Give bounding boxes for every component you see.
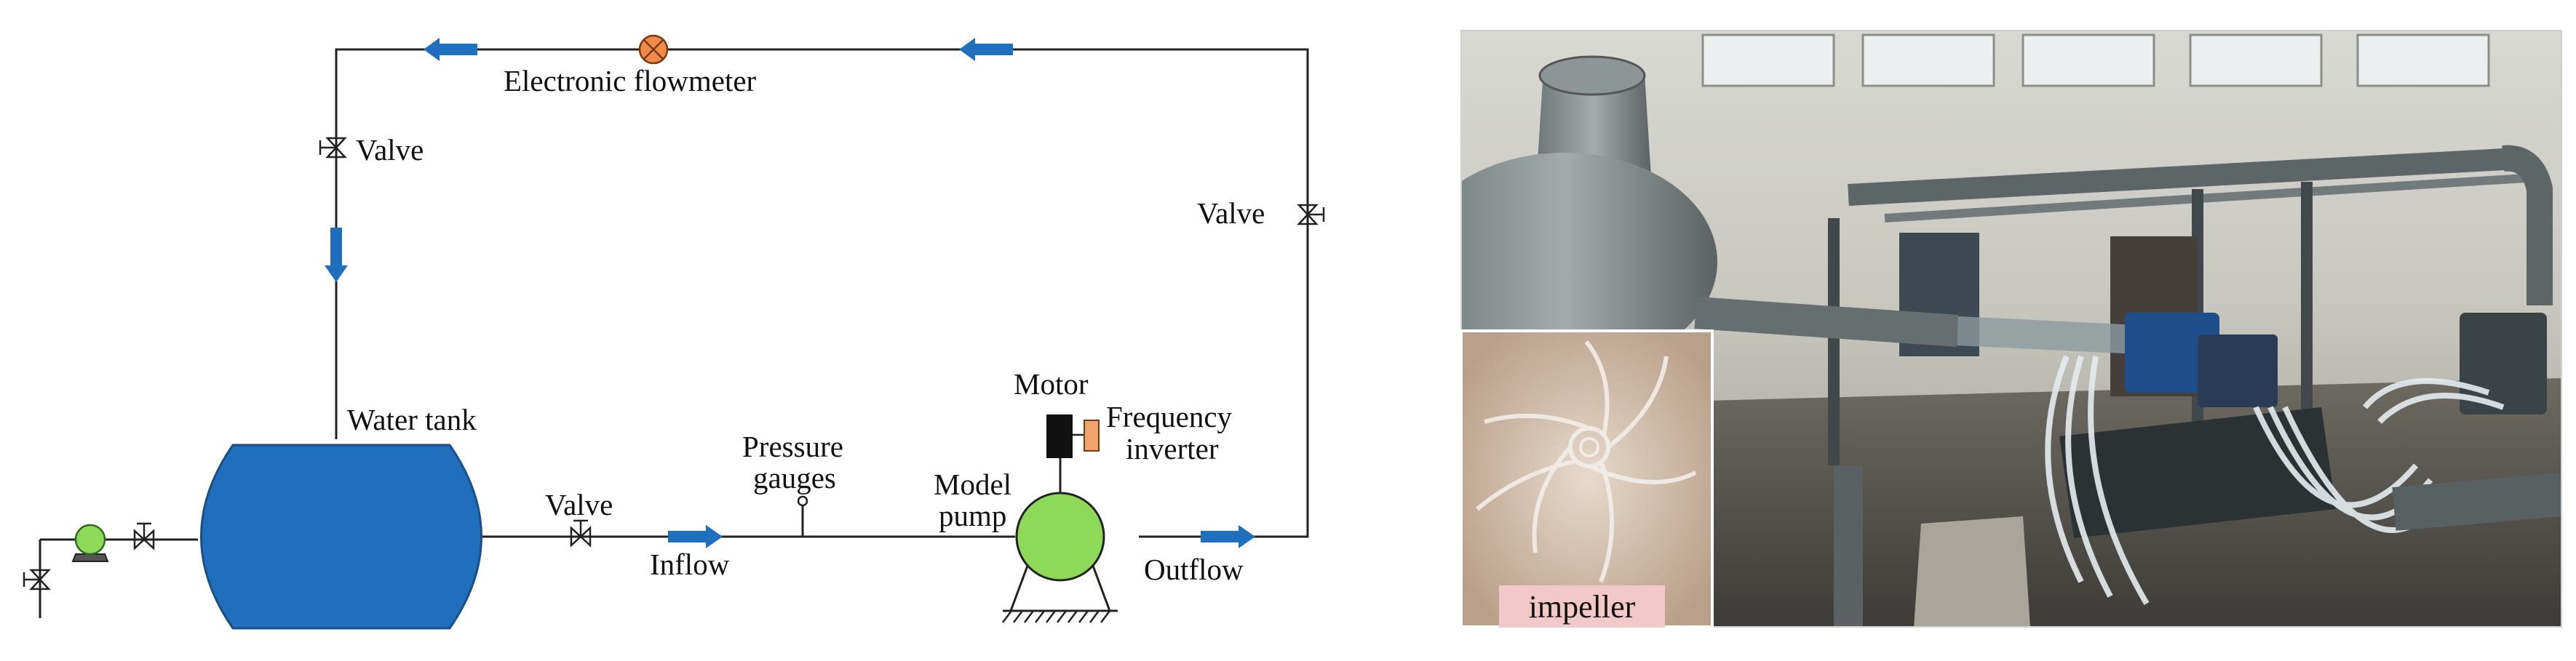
label-model: Model — [934, 468, 1011, 501]
label-pump: pump — [939, 499, 1006, 532]
label-motor: Motor — [1014, 367, 1089, 401]
frequency-inverter-icon — [1084, 420, 1100, 452]
valve-bottom-icon — [570, 519, 592, 548]
valve-drain-horizontal-icon — [133, 522, 155, 550]
label-valve-right: Valve — [1197, 196, 1265, 230]
valves — [23, 137, 1325, 590]
arrow-inflow — [668, 525, 723, 548]
flow-arrows — [325, 38, 1255, 548]
label-valve-bottom: Valve — [545, 488, 613, 521]
water-tank — [200, 444, 482, 630]
schematic: Electronic flowmeter Valve Valve Water t… — [23, 34, 1325, 630]
impeller-inset: impeller — [1460, 329, 1714, 628]
flowmeter-icon — [638, 34, 669, 65]
drain-pump-icon — [71, 524, 109, 562]
impeller-label: impeller — [1529, 589, 1636, 625]
valve-drain-vertical-icon — [23, 569, 51, 590]
pressure-gauge-icon — [797, 495, 808, 507]
arrow-down — [325, 228, 348, 282]
impeller-label-badge — [1499, 585, 1665, 628]
label-water-tank: Water tank — [347, 403, 477, 436]
impeller-icon — [1476, 340, 1697, 583]
valve-right-icon — [1297, 204, 1325, 225]
schematic-labels: Electronic flowmeter Valve Valve Water t… — [347, 64, 1265, 586]
label-electronic-flowmeter: Electronic flowmeter — [504, 64, 757, 97]
label-inverter: inverter — [1126, 432, 1219, 465]
label-pressure: Pressure — [742, 430, 843, 463]
photo-frame — [1460, 30, 2562, 628]
motor-icon — [1046, 414, 1073, 458]
arrow-outflow — [1201, 525, 1255, 548]
valve-top-left-icon — [319, 137, 347, 159]
label-frequency: Frequency — [1106, 400, 1233, 433]
label-outflow: Outflow — [1144, 553, 1244, 586]
arrow-top-right — [959, 38, 1013, 61]
arrow-top-left — [424, 38, 477, 61]
label-gauges: gauges — [753, 461, 836, 494]
model-pump-icon — [1002, 492, 1118, 623]
label-valve-top-left: Valve — [356, 133, 424, 167]
label-inflow: Inflow — [650, 548, 730, 581]
